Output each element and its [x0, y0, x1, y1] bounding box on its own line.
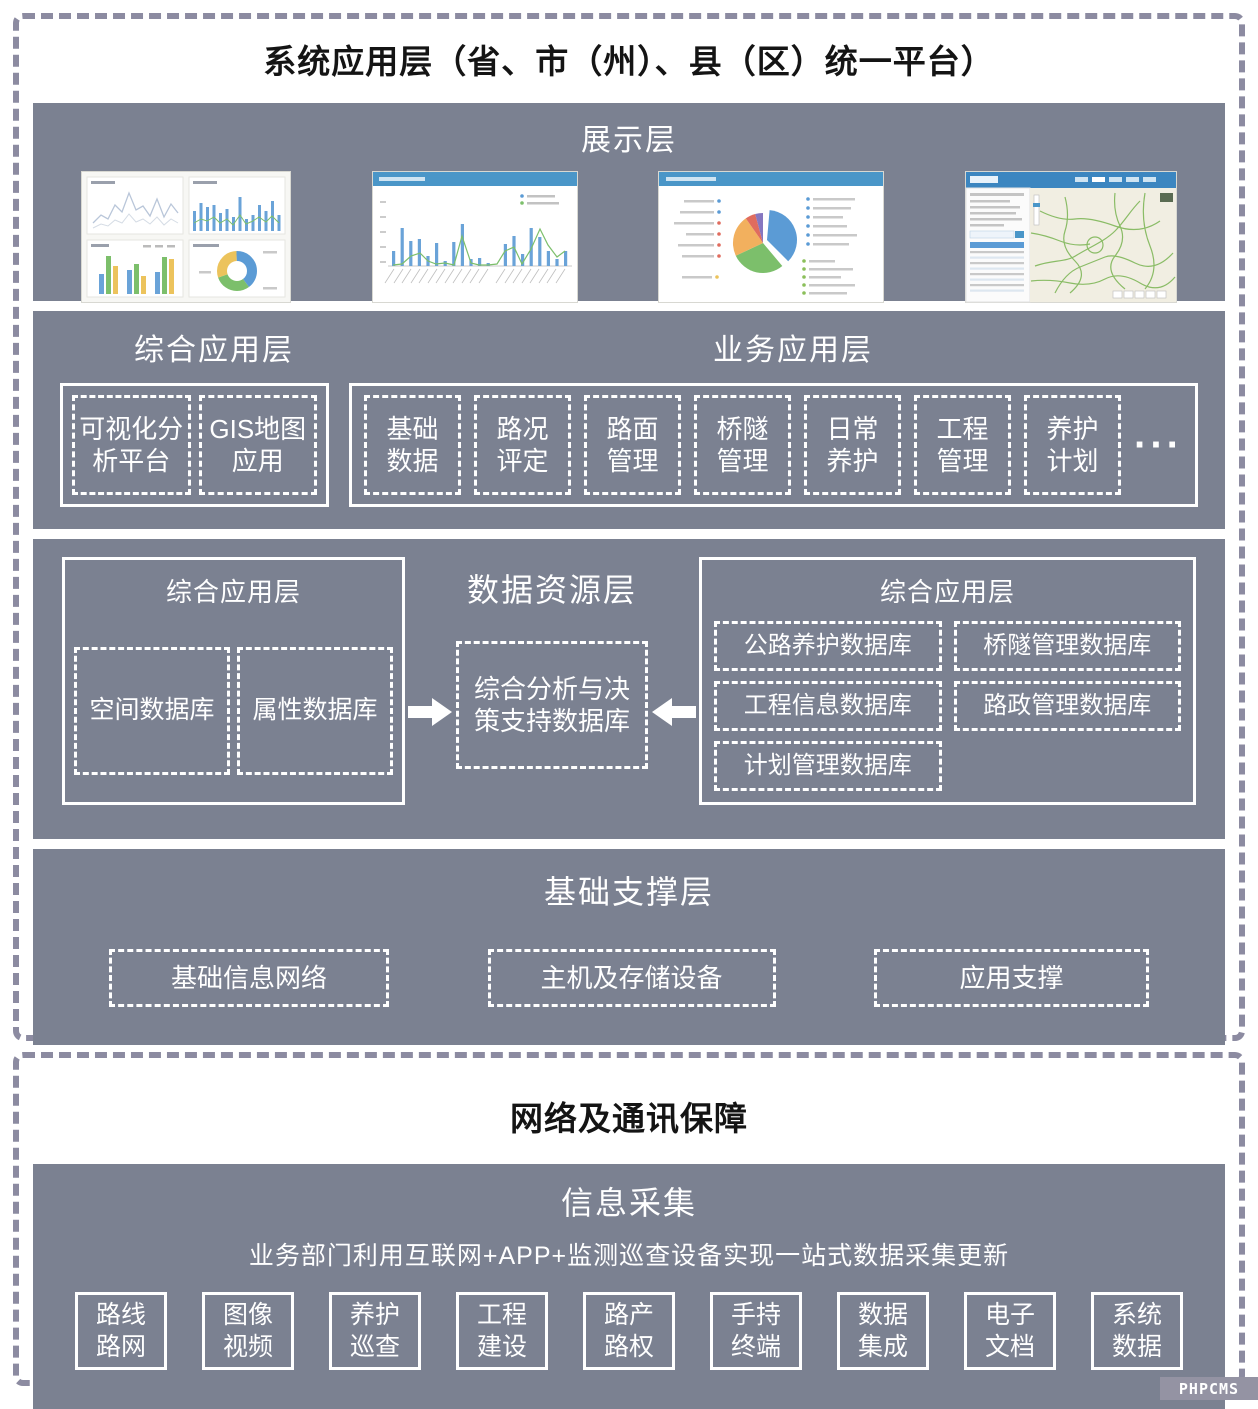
collect-road-property-rights: 路产 路权 [583, 1292, 675, 1370]
collect-electronic-documents: 电子 文档 [964, 1292, 1056, 1370]
module-pavement-management: 路面 管理 [584, 395, 682, 495]
screenshot-gis-map-platform [964, 171, 1177, 303]
collect-system-data: 系统 数据 [1091, 1292, 1183, 1370]
db-analysis-decision-support: 综合分析与决 策支持数据库 [456, 641, 648, 769]
data-resource-layer-panel: 综合应用层 空间数据库 属性数据库 数据资源层 综合分析与决 策支持数据库 综合… [33, 539, 1225, 839]
comprehensive-app-layer-title: 综合应用层 [134, 334, 294, 367]
ellipsis-more-modules: ··· [1134, 422, 1183, 467]
db-bridge-tunnel-management: 桥隧管理数据库 [953, 621, 1181, 671]
right-database-group: 综合应用层 公路养护数据库 桥隧管理数据库 工程信息数据库 路政管理数据库 计划… [699, 557, 1196, 805]
module-visual-analysis-platform: 可视化分 析平台 [72, 395, 191, 495]
collect-data-integration: 数据 集成 [837, 1292, 929, 1370]
support-basic-information-network: 基础信息网络 [109, 949, 389, 1007]
module-basic-data: 基础 数据 [364, 395, 462, 495]
collect-maintenance-inspection: 养护 巡查 [329, 1292, 421, 1370]
bar-line-report-image [371, 171, 578, 303]
collect-handheld-terminal: 手持 终端 [710, 1292, 802, 1370]
phpcms-watermark: PHPCMS [1160, 1377, 1258, 1400]
screenshot-bar-line-report [371, 171, 578, 303]
arrow-left-to-center [408, 557, 453, 821]
support-layer-panel: 基础支撑层 基础信息网络 主机及存储设备 应用支撑 [33, 849, 1225, 1045]
module-maintenance-plan: 养护 计划 [1024, 395, 1122, 495]
arrow-right-to-center [651, 557, 696, 821]
gis-map-image [964, 171, 1177, 303]
screenshot-statistics-dashboard [81, 171, 291, 303]
data-resource-layer-title: 数据资源层 [466, 572, 637, 608]
dashboard-charts-image [81, 171, 291, 303]
module-bridge-tunnel-management: 桥隧 管理 [694, 395, 792, 495]
support-layer-title: 基础支撑层 [543, 874, 714, 910]
left-database-group: 综合应用层 空间数据库 属性数据库 [62, 557, 405, 805]
module-project-management: 工程 管理 [914, 395, 1012, 495]
display-layer-panel: 展示层 [33, 103, 1225, 303]
module-daily-maintenance: 日常 养护 [804, 395, 902, 495]
module-road-condition-rating: 路况 评定 [474, 395, 572, 495]
db-spatial-database: 空间数据库 [74, 647, 230, 775]
support-host-storage-equipment: 主机及存储设备 [487, 949, 776, 1007]
left-group-title: 综合应用层 [165, 577, 301, 607]
application-layer-panel: 综合应用层 业务应用层 可视化分 析平台 GIS地图 应用 基础 数据 路况 评… [33, 311, 1225, 529]
collect-image-video: 图像 视频 [202, 1292, 294, 1370]
db-road-administration: 路政管理数据库 [953, 681, 1181, 731]
module-gis-map-application: GIS地图 应用 [198, 395, 318, 495]
network-communication-container: 网络及通讯保障 信息采集 业务部门利用互联网+APP+监测巡查设备实现一站式数据… [13, 1052, 1245, 1409]
collection-subtitle: 业务部门利用互联网+APP+监测巡查设备实现一站式数据采集更新 [248, 1242, 1010, 1270]
support-application-support: 应用支撑 [874, 949, 1149, 1007]
screenshot-pie-report [658, 171, 885, 303]
db-highway-maintenance: 公路养护数据库 [714, 621, 942, 671]
right-group-title: 综合应用层 [879, 577, 1015, 607]
db-project-information: 工程信息数据库 [714, 681, 942, 731]
display-layer-title: 展示层 [581, 124, 677, 157]
arrow-left-icon [652, 698, 696, 726]
information-collection-panel: 信息采集 业务部门利用互联网+APP+监测巡查设备实现一站式数据采集更新 路线 … [33, 1164, 1225, 1409]
db-attribute-database: 属性数据库 [237, 647, 393, 775]
business-apps-box: 基础 数据 路况 评定 路面 管理 桥隧 管理 日常 养护 工程 管理 养护 计… [349, 383, 1198, 507]
collection-title: 信息采集 [560, 1185, 697, 1221]
db-plan-management: 计划管理数据库 [714, 741, 942, 791]
system-application-layer-container: 系统应用层（省、市（州）、县（区）统一平台） 展示层 [13, 13, 1245, 1045]
business-app-layer-title: 业务应用层 [713, 334, 873, 367]
comprehensive-apps-box: 可视化分 析平台 GIS地图 应用 [60, 383, 330, 507]
network-layer-title: 网络及通讯保障 [510, 1100, 748, 1137]
arrow-right-icon [408, 698, 452, 726]
screenshot-row [33, 171, 1225, 303]
collect-project-construction: 工程 建设 [456, 1292, 548, 1370]
pie-report-image [658, 171, 885, 303]
collect-route-network: 路线 路网 [75, 1292, 167, 1370]
data-resource-center: 数据资源层 综合分析与决 策支持数据库 [456, 557, 648, 821]
system-layer-title: 系统应用层（省、市（州）、县（区）统一平台） [263, 43, 995, 80]
